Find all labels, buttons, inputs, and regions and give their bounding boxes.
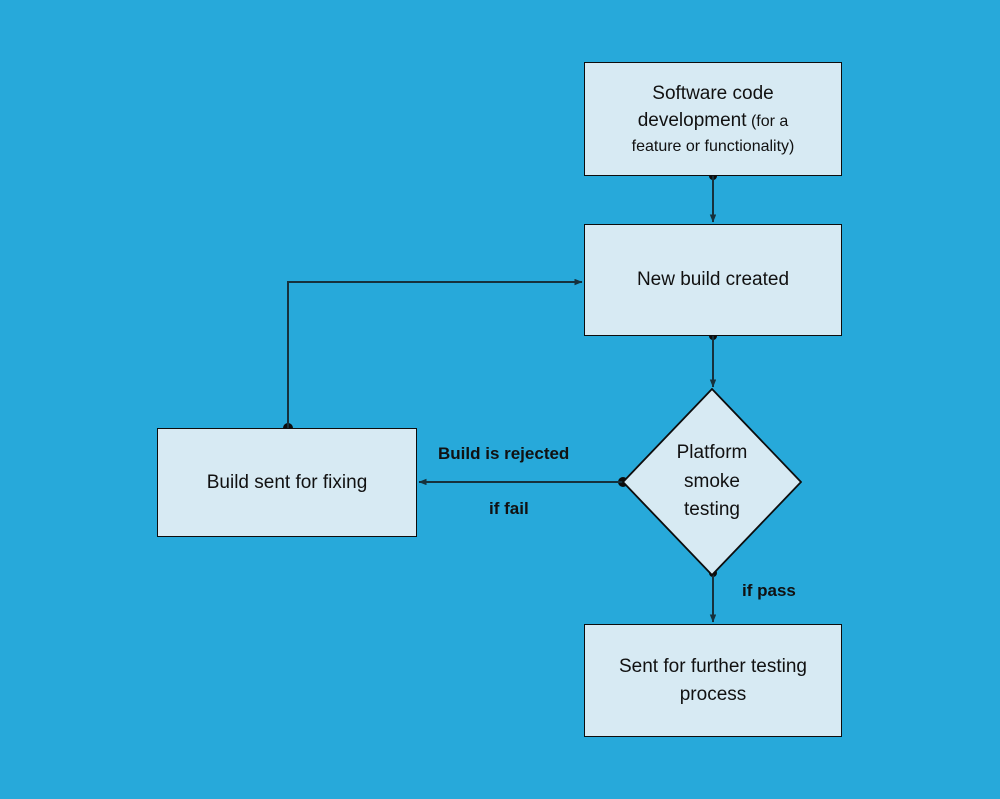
edge-development-to-newbuild (709, 172, 717, 223)
node-smoketesting-line2: smoke (684, 470, 740, 492)
node-sent-for-further-testing[interactable]: Sent for further testing process (584, 624, 842, 737)
edge-label-build-is-rejected: Build is rejected (438, 444, 570, 463)
node-further-testing-line1: Sent for further testing (619, 655, 807, 677)
node-development-note-part2: feature or functionality) (631, 137, 795, 155)
node-further-testing-line2: process (679, 683, 747, 705)
node-build-sent-for-fixing[interactable]: Build sent for fixing (157, 428, 417, 537)
edge-smoketesting-to-furthertesting (709, 569, 717, 623)
diamond-shape (622, 388, 802, 576)
node-development-word: development (637, 110, 747, 132)
node-development-note-part1: (for a (746, 113, 789, 131)
node-new-build-created-label: New build created (636, 269, 790, 291)
node-platform-smoke-testing-label: Platform smoke testing (677, 439, 748, 525)
node-new-build-created[interactable]: New build created (584, 224, 842, 336)
edge-buildfixing-to-newbuild (283, 278, 583, 433)
edge-label-if-fail: if fail (489, 499, 529, 518)
edge-smoketesting-to-buildfixing (418, 477, 628, 487)
node-platform-smoke-testing[interactable]: Platform smoke testing (622, 388, 802, 576)
node-smoketesting-line1: Platform (676, 442, 748, 464)
node-smoketesting-line3: testing (684, 499, 740, 521)
node-build-sent-for-fixing-label: Build sent for fixing (206, 471, 368, 493)
node-software-code-development-line1: Software code (652, 82, 774, 104)
node-software-code-development-line2: development (for a (632, 107, 795, 135)
edge-label-if-pass: if pass (742, 581, 796, 600)
node-software-code-development[interactable]: Software code development (for a feature… (584, 62, 842, 176)
edge-newbuild-to-smoketesting (709, 332, 717, 388)
